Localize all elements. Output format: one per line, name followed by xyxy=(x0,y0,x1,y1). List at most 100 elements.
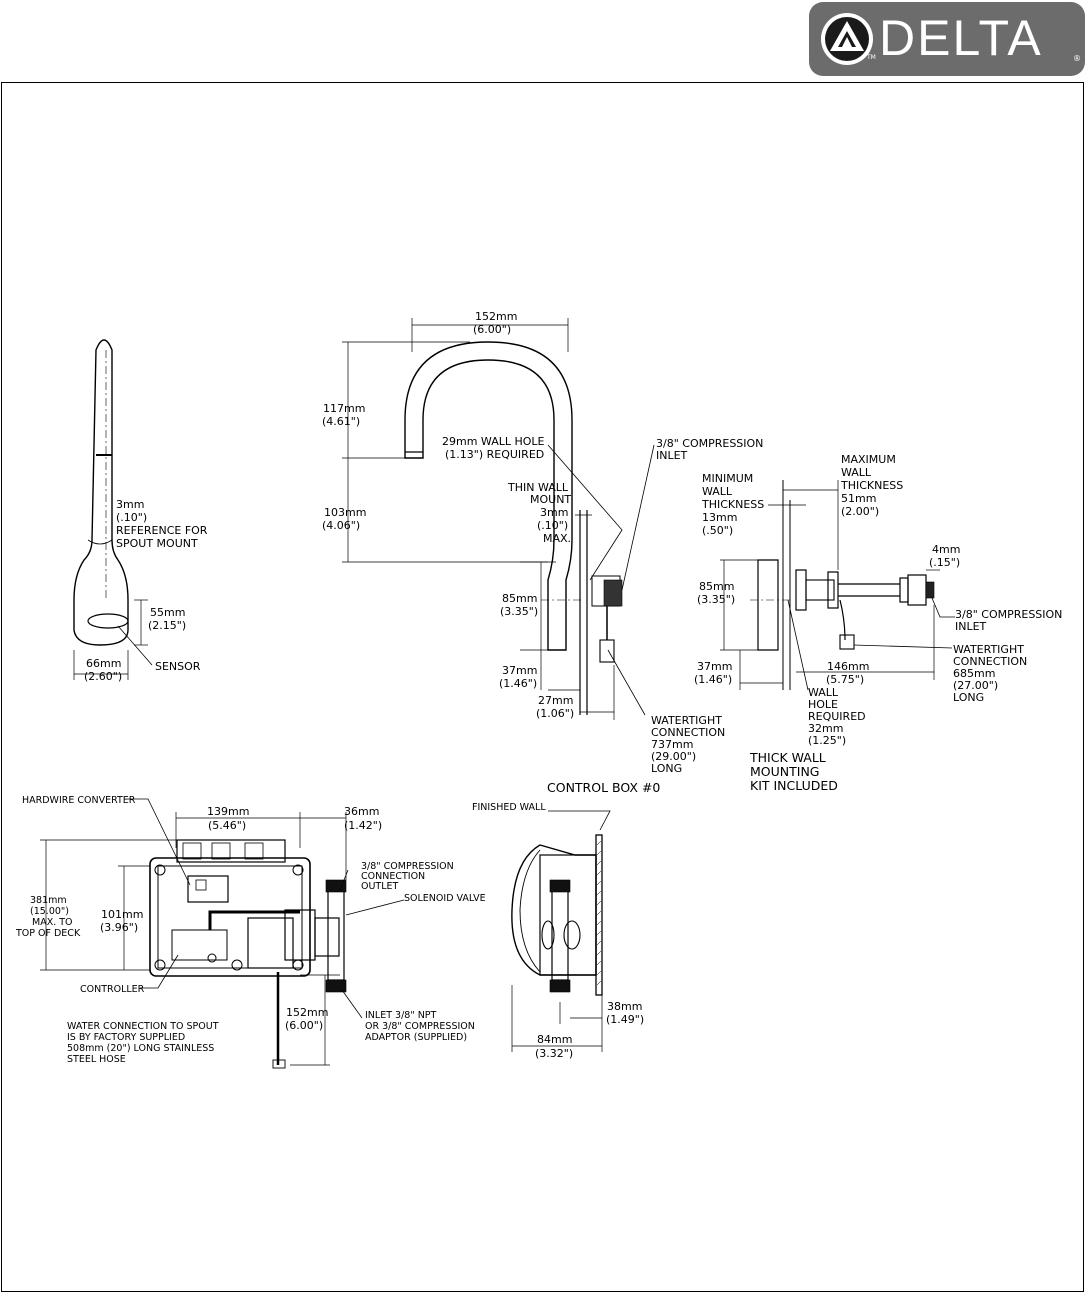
sensor-label: SENSOR xyxy=(155,660,201,673)
thick-wall-height-mm: 85mm xyxy=(699,580,734,593)
thick-wall-depth-mm: 37mm xyxy=(697,660,732,673)
wall-hole-2-e: (1.25") xyxy=(808,734,846,747)
spout-ref-in: (.10") xyxy=(116,511,147,524)
outlet-c: OUTLET xyxy=(361,881,399,892)
base-depth-in: (1.46") xyxy=(499,677,537,690)
max-wall-e: (2.00") xyxy=(841,505,879,518)
min-wall-d: 13mm xyxy=(702,511,737,524)
projection-mm: 27mm xyxy=(538,694,573,707)
controller-label: CONTROLLER xyxy=(80,984,145,995)
hardwire-converter-label: HARDWIRE CONVERTER xyxy=(22,795,136,806)
fitting-mm: 4mm xyxy=(932,543,960,556)
watertight-2-a: WATERTIGHT xyxy=(953,643,1024,656)
gooseneck-height-mm: 117mm xyxy=(323,402,365,415)
front-view xyxy=(73,339,153,680)
control-box-side-view xyxy=(511,810,611,1052)
min-wall-e: (.50") xyxy=(702,524,733,537)
valve-width-mm: 36mm xyxy=(344,805,379,818)
thick-wall-view xyxy=(720,480,955,691)
finished-wall-label: FINISHED WALL xyxy=(472,802,546,813)
compression-inlet-2-b: INLET xyxy=(955,620,987,633)
reach-in: (6.00") xyxy=(473,323,511,336)
watertight-2-d: (27.00") xyxy=(953,679,998,692)
box-height-mm: 101mm xyxy=(101,908,143,921)
front-height-mm: 55mm xyxy=(150,606,185,619)
base-height-in: (3.35") xyxy=(500,605,538,618)
kit-note-a: THICK WALL xyxy=(749,750,826,765)
projection-in: (1.06") xyxy=(536,707,574,720)
spout-height-in: (4.06") xyxy=(322,519,360,532)
delta-triangle-icon xyxy=(821,13,873,65)
thin-wall-b: MOUNT xyxy=(530,493,571,506)
max-deck-d: TOP OF DECK xyxy=(15,928,81,939)
watertight-1-d: (29.00") xyxy=(651,750,696,763)
box-width-in: (5.46") xyxy=(208,819,246,832)
kit-note-c: KIT INCLUDED xyxy=(750,778,838,793)
compression-inlet-a: 3/8" COMPRESSION xyxy=(656,437,763,450)
control-box-view xyxy=(40,798,405,1069)
min-wall-b: WALL xyxy=(702,485,733,498)
thin-wall-a: THIN WALL xyxy=(507,481,569,494)
cb-depth-mm: 84mm xyxy=(537,1033,572,1046)
wall-hole-2-a: WALL xyxy=(808,686,839,699)
compression-inlet-b: INLET xyxy=(656,449,688,462)
hose-note-b: IS BY FACTORY SUPPLIED xyxy=(67,1032,185,1043)
inlet-note-a: INLET 3/8" NPT xyxy=(365,1010,437,1021)
box-height-in: (3.96") xyxy=(100,921,138,934)
max-wall-d: 51mm xyxy=(841,492,876,505)
wall-hole-a: 29mm WALL HOLE xyxy=(442,435,545,448)
max-deck-a: 381mm xyxy=(30,895,67,906)
control-box-title: CONTROL BOX #0 xyxy=(547,780,660,795)
front-height-in: (2.15") xyxy=(148,619,186,632)
registered-mark: ® xyxy=(1073,54,1081,63)
outlet-b: CONNECTION xyxy=(361,871,425,882)
base-depth-mm: 37mm xyxy=(502,664,537,677)
kit-length-mm: 146mm xyxy=(827,660,869,673)
inlet-note-b: OR 3/8" COMPRESSION xyxy=(365,1021,475,1032)
hose-note-c: 508mm (20") LONG STAINLESS xyxy=(67,1043,214,1054)
cb-offset-in: (1.49") xyxy=(606,1013,644,1026)
thick-wall-depth-in: (1.46") xyxy=(694,673,732,686)
front-width-mm: 66mm xyxy=(86,657,121,670)
wall-hole-2-d: 32mm xyxy=(808,722,843,735)
wall-hole-2-c: REQUIRED xyxy=(808,710,866,723)
watertight-2-b: CONNECTION xyxy=(953,655,1027,668)
outlet-a: 3/8" COMPRESSION xyxy=(361,861,454,872)
gooseneck-height-in: (4.61") xyxy=(322,415,360,428)
watertight-1-a: WATERTIGHT xyxy=(651,714,722,727)
max-deck-c: MAX. TO xyxy=(32,917,73,928)
delta-logo-badge: TM DELTA ® xyxy=(809,2,1085,76)
watertight-1-b: CONNECTION xyxy=(651,726,725,739)
front-width-in: (2.60") xyxy=(84,670,122,683)
box-width-mm: 139mm xyxy=(207,805,249,818)
kit-note-b: MOUNTING xyxy=(750,764,819,779)
thick-wall-height-in: (3.35") xyxy=(697,593,735,606)
reach-mm: 152mm xyxy=(475,310,517,323)
min-wall-a: MINIMUM xyxy=(702,472,753,485)
spout-ref-mm: 3mm xyxy=(116,498,144,511)
wall-hole-b: (1.13") REQUIRED xyxy=(445,448,544,461)
delta-wordmark: DELTA xyxy=(879,10,1043,66)
min-wall-c: THICKNESS xyxy=(701,498,764,511)
kit-length-in: (5.75") xyxy=(826,673,864,686)
cable-length-in: (6.00") xyxy=(285,1019,323,1032)
trademark-mark: TM xyxy=(867,54,876,61)
drawing-border xyxy=(1,82,1084,1292)
cable-length-mm: 152mm xyxy=(286,1006,328,1019)
max-wall-c: THICKNESS xyxy=(840,479,903,492)
compression-inlet-2-a: 3/8" COMPRESSION xyxy=(955,608,1062,621)
max-deck-b: (15.00") xyxy=(30,906,69,917)
sensor-window xyxy=(87,613,129,629)
max-wall-b: WALL xyxy=(841,466,872,479)
side-view xyxy=(342,318,655,720)
solenoid-valve-label: SOLENOID VALVE xyxy=(404,893,486,904)
base-height-mm: 85mm xyxy=(502,592,537,605)
thin-wall-max: MAX. xyxy=(543,532,571,545)
spout-height-mm: 103mm xyxy=(324,506,366,519)
cb-depth-in: (3.32") xyxy=(535,1047,573,1060)
watertight-1-c: 737mm xyxy=(651,738,693,751)
inlet-note-c: ADAPTOR (SUPPLIED) xyxy=(365,1032,467,1043)
hose-note-a: WATER CONNECTION TO SPOUT xyxy=(67,1021,219,1032)
cb-offset-mm: 38mm xyxy=(607,1000,642,1013)
